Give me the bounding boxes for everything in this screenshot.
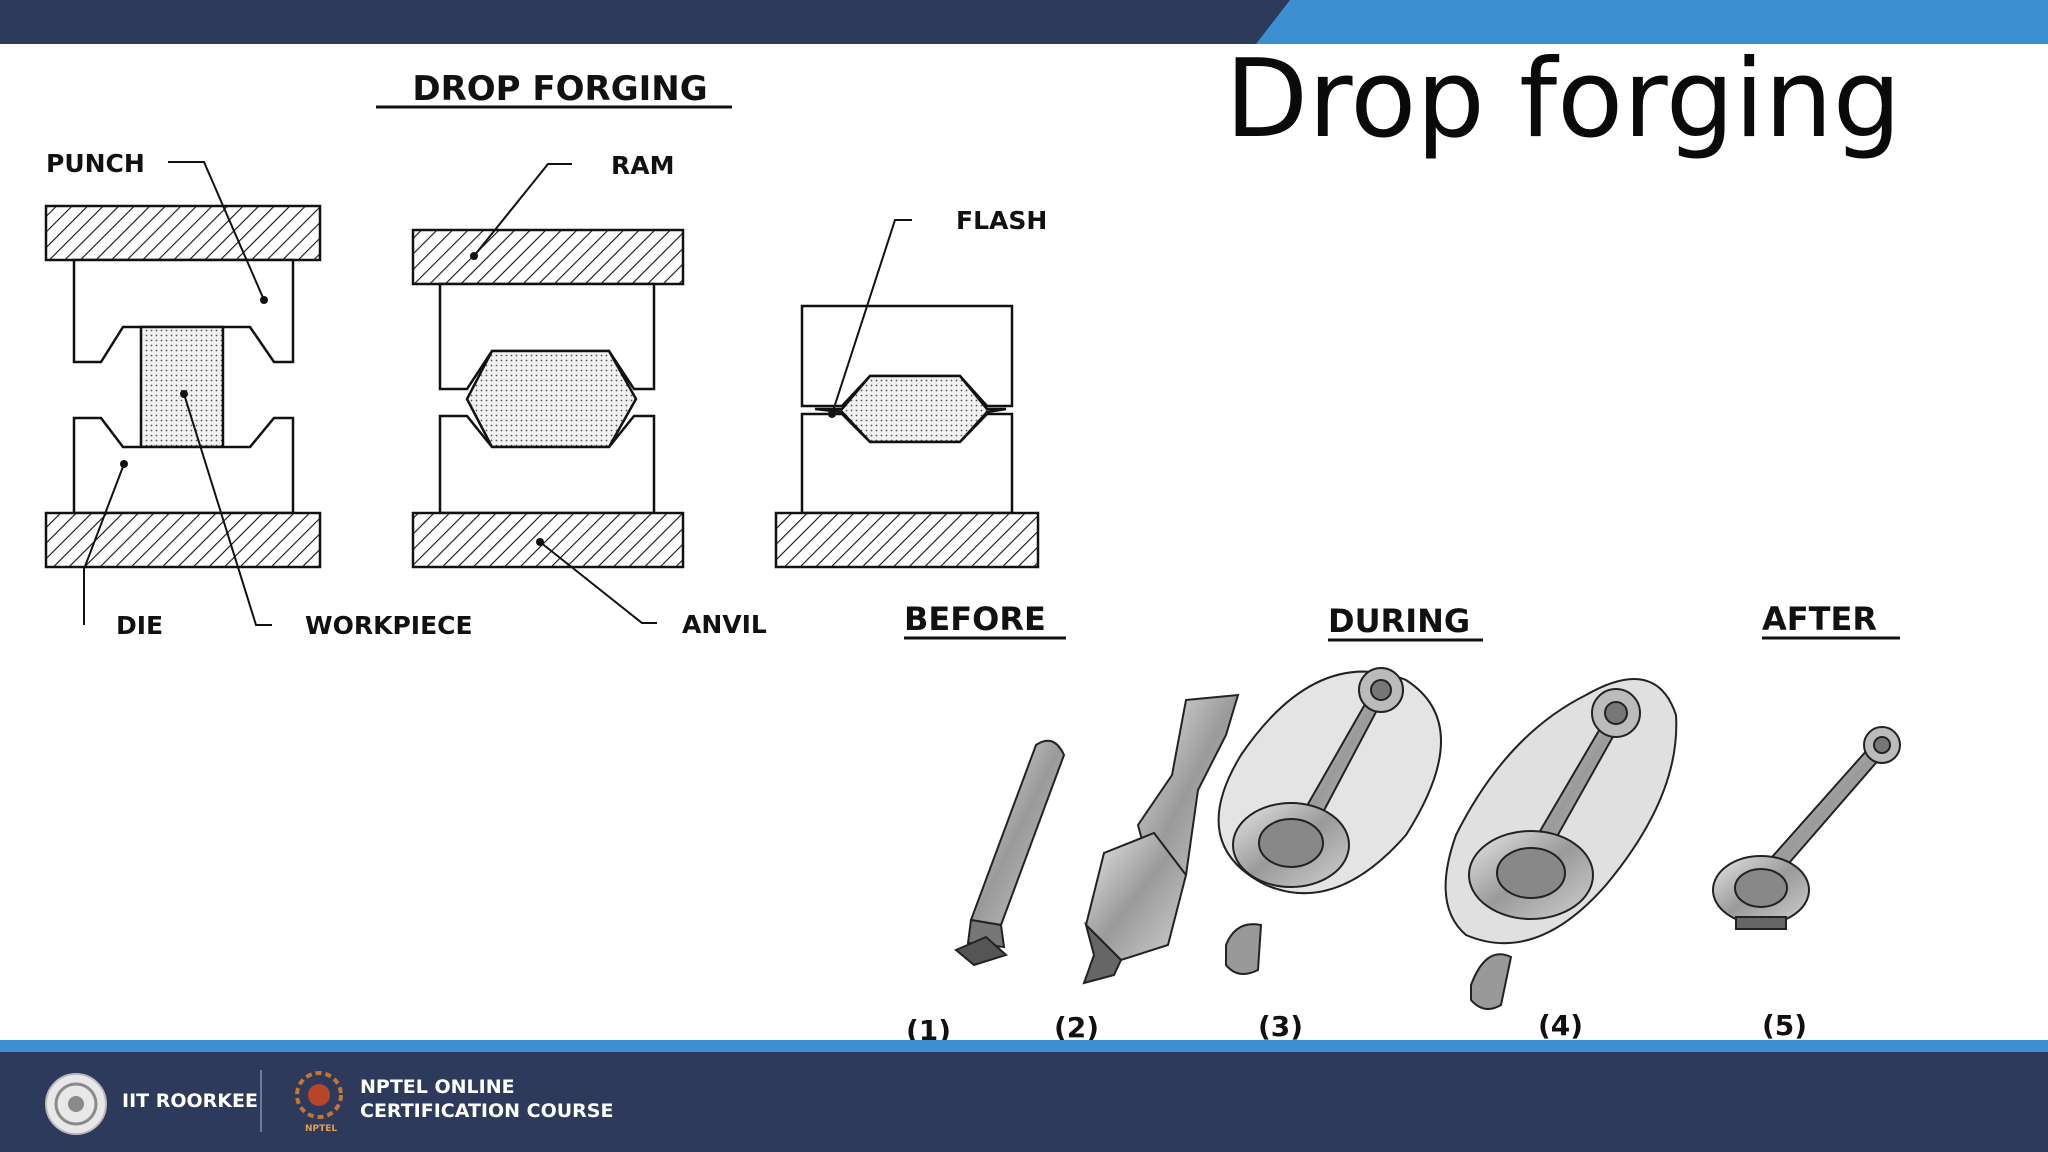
label-ram: RAM (611, 151, 674, 180)
stage-5-finished-rod (1712, 726, 1901, 930)
iit-roorkee-logo-icon (45, 1073, 107, 1135)
step-label-4: (4) (1538, 1009, 1583, 1042)
label-die: DIE (116, 611, 163, 640)
footer-divider (260, 1070, 262, 1132)
figure-ram-anvil (411, 228, 685, 569)
label-punch: PUNCH (46, 149, 145, 178)
footer-institute-name: IIT ROORKEE (122, 1090, 258, 1112)
footer-bar: IIT ROORKEE NPTEL NPTEL ONLINE CERTIFICA… (0, 1052, 2048, 1152)
stage-3-forged-with-flash (1217, 667, 1442, 975)
stage-2-preform (1082, 693, 1240, 985)
slide-title: Drop forging (1225, 37, 1902, 162)
figure-die-open (44, 204, 322, 569)
label-workpiece: WORKPIECE (305, 611, 473, 640)
step-label-5: (5) (1762, 1009, 1807, 1042)
step-label-2: (2) (1054, 1011, 1099, 1044)
stage-header-after: AFTER (1762, 600, 1877, 638)
footer-course-line2: CERTIFICATION COURSE (360, 1100, 614, 1122)
label-anvil: ANVIL (682, 610, 767, 639)
stage-4-forged-with-flash (1444, 678, 1678, 1010)
forging-stages-illustration: BEFORE DURING AFTER (886, 585, 1958, 1073)
footer-accent-stripe (0, 1040, 2048, 1052)
diagram-heading: DROP FORGING (412, 69, 707, 109)
figure-flash (774, 304, 1040, 569)
label-flash: FLASH (956, 206, 1047, 235)
nptel-badge-text: NPTEL (305, 1124, 338, 1134)
footer-course-line1: NPTEL ONLINE (360, 1076, 515, 1098)
header-accent-stripe (1256, 0, 2048, 44)
stage-header-before: BEFORE (904, 600, 1046, 638)
drop-forging-diagram: DROP FORGING PUNCH RAM FLASH (44, 69, 1047, 640)
stage-header-during: DURING (1328, 602, 1470, 640)
stage-1-billet (954, 739, 1066, 967)
nptel-logo-icon (295, 1071, 343, 1119)
step-label-3: (3) (1258, 1010, 1303, 1043)
